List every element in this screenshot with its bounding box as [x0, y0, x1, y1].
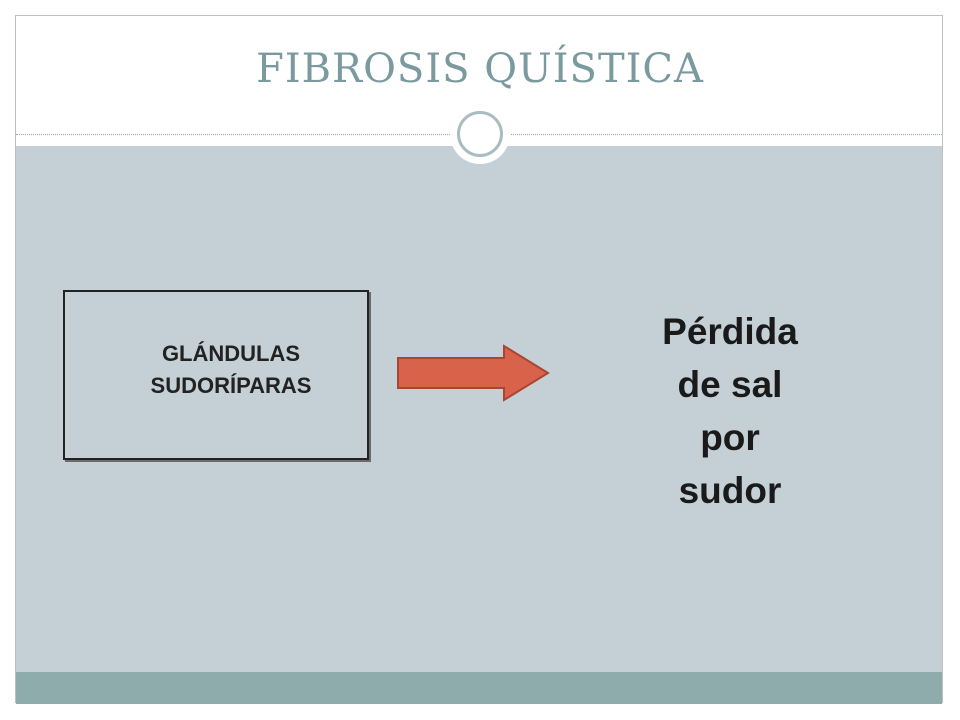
glands-box-line2: SUDORÍPARAS — [150, 373, 312, 398]
right-arrow-icon — [397, 344, 550, 402]
slide-title: FIBROSIS QUÍSTICA — [256, 46, 704, 92]
arrow-shape — [397, 344, 550, 402]
glands-box-line1: GLÁNDULAS — [161, 341, 301, 366]
result-line4: sudor — [678, 470, 782, 511]
footer-band — [16, 672, 942, 704]
glands-box-label: GLÁNDULAS SUDORÍPARAS — [90, 338, 372, 402]
result-line1: Pérdida — [662, 311, 798, 352]
circle-ring-icon — [457, 111, 503, 157]
result-line2: de sal — [677, 364, 783, 405]
result-label: Pérdida de sal por sudor — [620, 305, 840, 517]
content-area — [16, 146, 942, 672]
glands-box — [63, 290, 369, 460]
result-line3: por — [700, 417, 760, 458]
